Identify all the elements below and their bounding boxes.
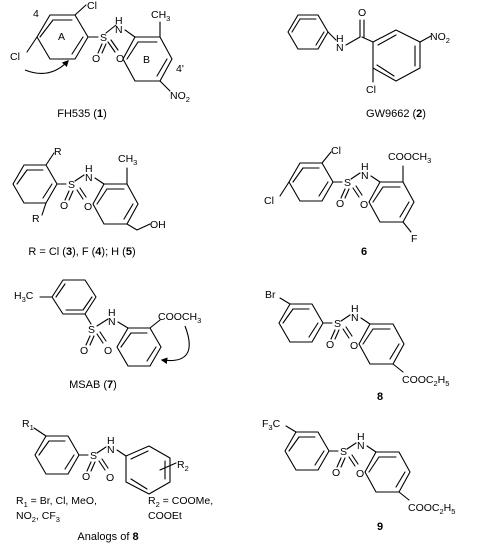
r1-definition: R1 = Br, Cl, MeO, [16, 495, 97, 509]
atom-o: O [332, 467, 340, 479]
atom-o: O [356, 468, 364, 480]
atom-f: F [411, 233, 417, 245]
r1-definition-cont: NO2, CF3 [16, 510, 60, 524]
structure-gw9662: N H O NO2 Cl GW9662 (2) [287, 7, 450, 120]
nitro-label: NO2 [430, 31, 450, 45]
r1-label: R1 [22, 418, 34, 432]
atom-br: Br [265, 289, 276, 301]
ring-a-label: A [58, 31, 65, 43]
atom-h: H [357, 431, 365, 443]
atom-n: N [336, 42, 344, 54]
atom-s: S [100, 32, 107, 44]
atom-cl: Cl [264, 195, 274, 207]
structure-compounds-3-5: R R S N H O O CH3 OH R = Cl (3), F (4); … [12, 146, 166, 258]
gw9662-caption: GW9662 (2) [366, 108, 426, 120]
atom-n: N [115, 24, 123, 36]
trifluoromethyl-label: F3C [262, 418, 281, 432]
atom-n: N [108, 316, 116, 328]
atom-s: S [90, 450, 97, 462]
structure-fh535: Cl 4 Cl A S N H O O B CH3 4' NO2 FH535 (… [10, 0, 190, 120]
ester-label: COOC2H5 [408, 502, 455, 516]
atom-o: O [84, 201, 92, 213]
atom-cl: Cl [366, 84, 376, 96]
atom-o: O [336, 198, 344, 210]
compounds-3-5-caption: R = Cl (3), F (4); H (5) [28, 246, 135, 258]
ester-label: COOCH3 [158, 311, 201, 325]
atom-r: R [54, 146, 62, 158]
atom-cl: Cl [331, 145, 341, 157]
atom-o: O [326, 339, 334, 351]
structure-msab: H3C S N H O O COOCH3 MSAB (7) [14, 279, 201, 391]
curved-arrow [160, 325, 190, 364]
hydroxyl-label: OH [150, 219, 166, 231]
ester-label: COOC2H5 [402, 374, 449, 388]
atom-n: N [361, 170, 369, 182]
position-4-label: 4 [33, 8, 39, 20]
atom-h: H [108, 307, 116, 319]
atom-o: O [80, 345, 88, 357]
analogs-caption: Analogs of 8 [77, 531, 138, 543]
atom-o: O [116, 53, 124, 65]
ester-label: COOCH3 [388, 151, 431, 165]
structure-analogs-8: R1 S N H O O R2 R1 = Br, Cl, MeO, NO2, C… [16, 418, 213, 543]
curved-arrow [24, 60, 69, 74]
nitro-label: NO2 [170, 90, 190, 104]
structure-compound-8: Br S N H O O COOC2H5 8 [265, 289, 449, 403]
atom-h: H [361, 161, 369, 173]
atom-s: S [68, 179, 75, 191]
atom-n: N [357, 440, 365, 452]
structure-compound-6: Cl Cl S N H O O COOCH3 F 6 [264, 145, 431, 258]
atom-o: O [358, 7, 366, 19]
atom-h: H [115, 15, 123, 27]
atom-o: O [60, 200, 68, 212]
ring-b-label: B [143, 54, 150, 66]
msab-caption: MSAB (7) [69, 379, 117, 391]
atom-n: N [85, 172, 93, 184]
atom-s: S [334, 318, 341, 330]
methyl-label: H3C [14, 290, 34, 304]
fh535-caption: FH535 (1) [57, 108, 107, 120]
atom-o: O [104, 345, 112, 357]
atom-h: H [107, 435, 115, 447]
atom-s: S [88, 324, 95, 336]
atom-s: S [340, 446, 347, 458]
atom-h: H [336, 33, 344, 45]
compound-9-caption: 9 [377, 521, 383, 533]
methyl-label: CH3 [151, 9, 170, 23]
atom-o: O [92, 53, 100, 65]
position-4-prime-label: 4' [176, 63, 184, 75]
atom-o: O [360, 199, 368, 211]
atom-r: R [32, 213, 40, 225]
r2-label: R2 [177, 459, 189, 473]
r2-definition-cont: COOEt [148, 510, 182, 522]
atom-cl: Cl [87, 0, 97, 12]
r2-definition: R2 = COOMe, [148, 495, 213, 509]
atom-o: O [82, 471, 90, 483]
structure-compound-9: F3C S N H O O COOC2H5 9 [262, 418, 455, 533]
atom-n: N [351, 312, 359, 324]
compound-6-caption: 6 [361, 246, 367, 258]
atom-cl: Cl [10, 51, 20, 63]
atom-n: N [107, 444, 115, 456]
compound-8-caption: 8 [377, 391, 383, 403]
atom-h: H [85, 163, 93, 175]
atom-o: O [106, 472, 114, 484]
atom-h: H [351, 303, 359, 315]
atom-s: S [344, 177, 351, 189]
atom-o: O [350, 340, 358, 352]
methyl-label: CH3 [118, 153, 137, 167]
